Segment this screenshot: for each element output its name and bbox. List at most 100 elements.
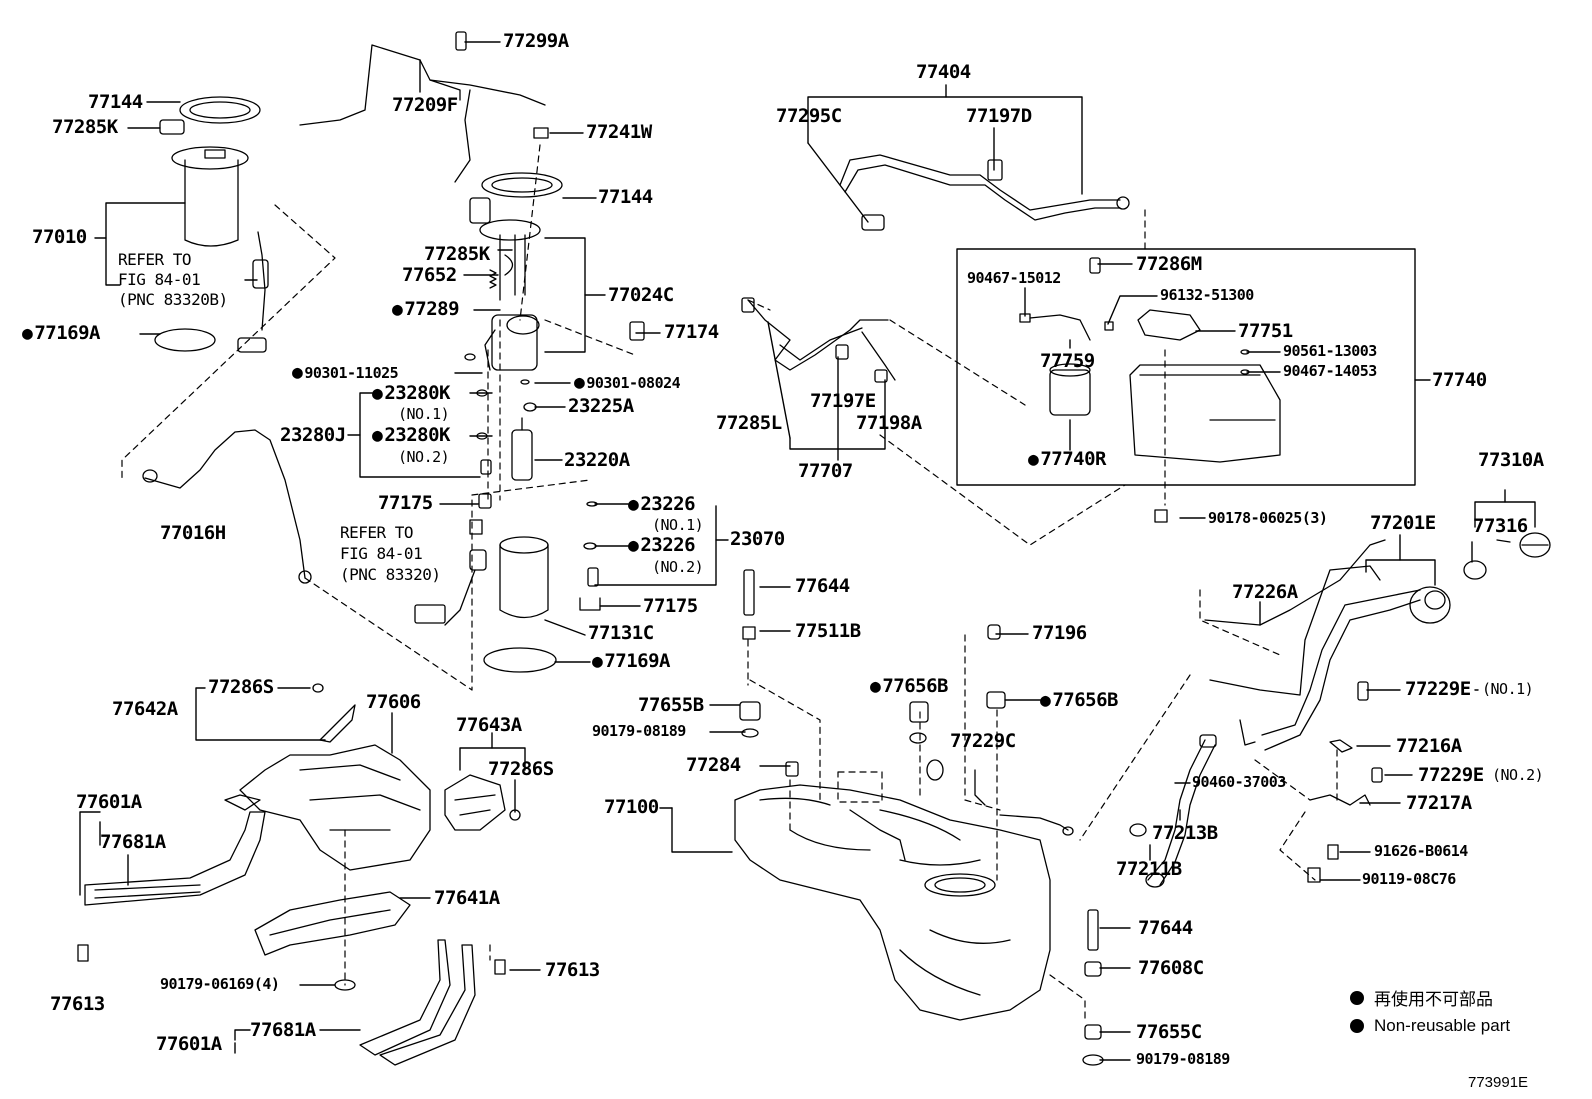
- callout-23280J: 23280J: [280, 424, 346, 446]
- callout-77209F: 77209F: [392, 94, 458, 116]
- callout-77644-top: 77644: [795, 575, 850, 597]
- callout-77226A: 77226A: [1232, 581, 1298, 603]
- callout-90301-11025: 90301-11025: [292, 364, 398, 382]
- callout-77656B-left: 77656B: [870, 677, 948, 696]
- leader-lines: [79, 41, 1536, 1061]
- legend: 再使用不可部品 Non-reusable part: [1350, 985, 1510, 1042]
- callout-90561-13003: 90561-13003: [1283, 342, 1377, 360]
- callout-77169A-left: 77169A: [22, 324, 100, 343]
- callout-90467-14053: 90467-14053: [1283, 362, 1377, 380]
- callout-90467-15012: 90467-15012: [967, 269, 1061, 287]
- callout-90178-06025: 90178-06025(3): [1208, 509, 1328, 527]
- callout-77601A-bottom: 77601A: [156, 1033, 222, 1055]
- callout-77284: 77284: [686, 754, 741, 776]
- callout-refer-to-1: REFER TO: [118, 250, 192, 269]
- callout-96132-51300: 96132-51300: [1160, 286, 1254, 304]
- callout-90179-08189-top: 90179-08189: [592, 722, 686, 740]
- non-reusable-dot-icon: [1350, 990, 1364, 1005]
- parts-art: [77, 31, 1551, 1066]
- callout-77608C: 77608C: [1138, 957, 1204, 979]
- callout-77285K-center: 77285K: [424, 243, 490, 265]
- callout-23226-no1: 23226: [628, 495, 695, 514]
- callout-no1-a: (NO.1): [398, 405, 450, 423]
- callout-77131C: 77131C: [588, 622, 654, 644]
- callout-77759: 77759: [1040, 350, 1095, 372]
- callout-no2-c: (NO.2): [1492, 766, 1544, 784]
- callout-77286M: 77286M: [1136, 253, 1202, 275]
- callout-77016H: 77016H: [160, 522, 226, 544]
- callout-no1-c: (NO.1): [1482, 680, 1534, 698]
- callout-77241W: 77241W: [586, 121, 652, 143]
- callout-77169A-center: 77169A: [592, 652, 670, 671]
- callout-90460-37003: 90460-37003: [1192, 773, 1286, 791]
- callout-77198A: 77198A: [856, 412, 922, 434]
- callout-77681A-left: 77681A: [100, 831, 166, 853]
- callout-77289: 77289: [392, 300, 459, 319]
- callout-77642A: 77642A: [112, 698, 178, 720]
- callout-90179-08189-bottom: 90179-08189: [1136, 1050, 1230, 1068]
- callout-91626-B0614: 91626-B0614: [1374, 842, 1468, 860]
- callout-77217A: 77217A: [1406, 792, 1472, 814]
- callout-no2-b: (NO.2): [652, 558, 704, 576]
- callout-77641A: 77641A: [434, 887, 500, 909]
- callout-77740: 77740: [1432, 369, 1487, 391]
- callout-77286S-left: 77286S: [208, 676, 274, 698]
- callout-77197E: 77197E: [810, 390, 876, 412]
- callout-77740R: 77740R: [1028, 450, 1106, 469]
- callout-fig-84-01-2: FIG 84-01: [340, 544, 423, 563]
- callout-77144-center: 77144: [598, 186, 653, 208]
- callout-refer-to-2: REFER TO: [340, 523, 414, 542]
- legend-label-ja: 再使用不可部品: [1374, 990, 1493, 1009]
- callout-77295C: 77295C: [776, 105, 842, 127]
- callout-77285K-left: 77285K: [52, 116, 118, 138]
- callout-23070: 23070: [730, 528, 785, 550]
- callout-23280K-no1: 23280K: [372, 384, 450, 403]
- callout-77229E-no1: 77229E: [1405, 678, 1471, 700]
- callout-77613-right: 77613: [545, 959, 600, 981]
- callout-90301-08024: 90301-08024: [574, 374, 680, 392]
- callout-77196: 77196: [1032, 622, 1087, 644]
- callout-77511B: 77511B: [795, 620, 861, 642]
- callout-77751: 77751: [1238, 320, 1293, 342]
- callout-fig-84-01-1: FIG 84-01: [118, 270, 201, 289]
- callout-90179-06169: 90179-06169(4): [160, 975, 280, 993]
- callout-77216A: 77216A: [1396, 735, 1462, 757]
- dashed-guides: [121, 144, 1338, 1021]
- callout-77644-bottom: 77644: [1138, 917, 1193, 939]
- callout-77213B: 77213B: [1152, 822, 1218, 844]
- figure-id: 773991E: [1468, 1074, 1529, 1091]
- callout-77652: 77652: [402, 264, 457, 286]
- callout-77613-left: 77613: [50, 993, 105, 1015]
- callout-77299A: 77299A: [503, 30, 569, 52]
- callout-77229C: 77229C: [950, 730, 1016, 752]
- callout-pnc-83320b: (PNC 83320B): [118, 290, 228, 309]
- legend-row-ja: 再使用不可部品: [1350, 985, 1510, 1010]
- legend-label-en: Non-reusable part: [1374, 1016, 1511, 1035]
- callout-77310A: 77310A: [1478, 449, 1544, 471]
- callout-pnc-83320: (PNC 83320): [340, 565, 441, 584]
- callout-no2-a: (NO.2): [398, 448, 450, 466]
- callout-77655B: 77655B: [638, 694, 704, 716]
- callout-23220A: 23220A: [564, 449, 630, 471]
- callout-77643A: 77643A: [456, 714, 522, 736]
- callout-77211B: 77211B: [1116, 858, 1182, 880]
- callout-no1-b: (NO.1): [652, 516, 704, 534]
- callout-77316: 77316: [1473, 515, 1528, 537]
- callout-77175-lower: 77175: [643, 595, 698, 617]
- callout-77174: 77174: [664, 321, 719, 343]
- callout-77404: 77404: [916, 61, 971, 83]
- callout-23280K-no2: 23280K: [372, 426, 450, 445]
- callout-77100: 77100: [604, 796, 659, 818]
- callout-77197D: 77197D: [966, 105, 1032, 127]
- callout-77175-upper: 77175: [378, 492, 433, 514]
- callout-77229E-no2: 77229E: [1418, 764, 1484, 786]
- callout-77601A-left: 77601A: [76, 791, 142, 813]
- legend-row-en: Non-reusable part: [1350, 1016, 1510, 1036]
- callout-77681A-bottom: 77681A: [250, 1019, 316, 1041]
- callout-77201E: 77201E: [1370, 512, 1436, 534]
- callout-77655C: 77655C: [1136, 1021, 1202, 1043]
- callout-77606: 77606: [366, 691, 421, 713]
- callout-77285L: 77285L: [716, 412, 782, 434]
